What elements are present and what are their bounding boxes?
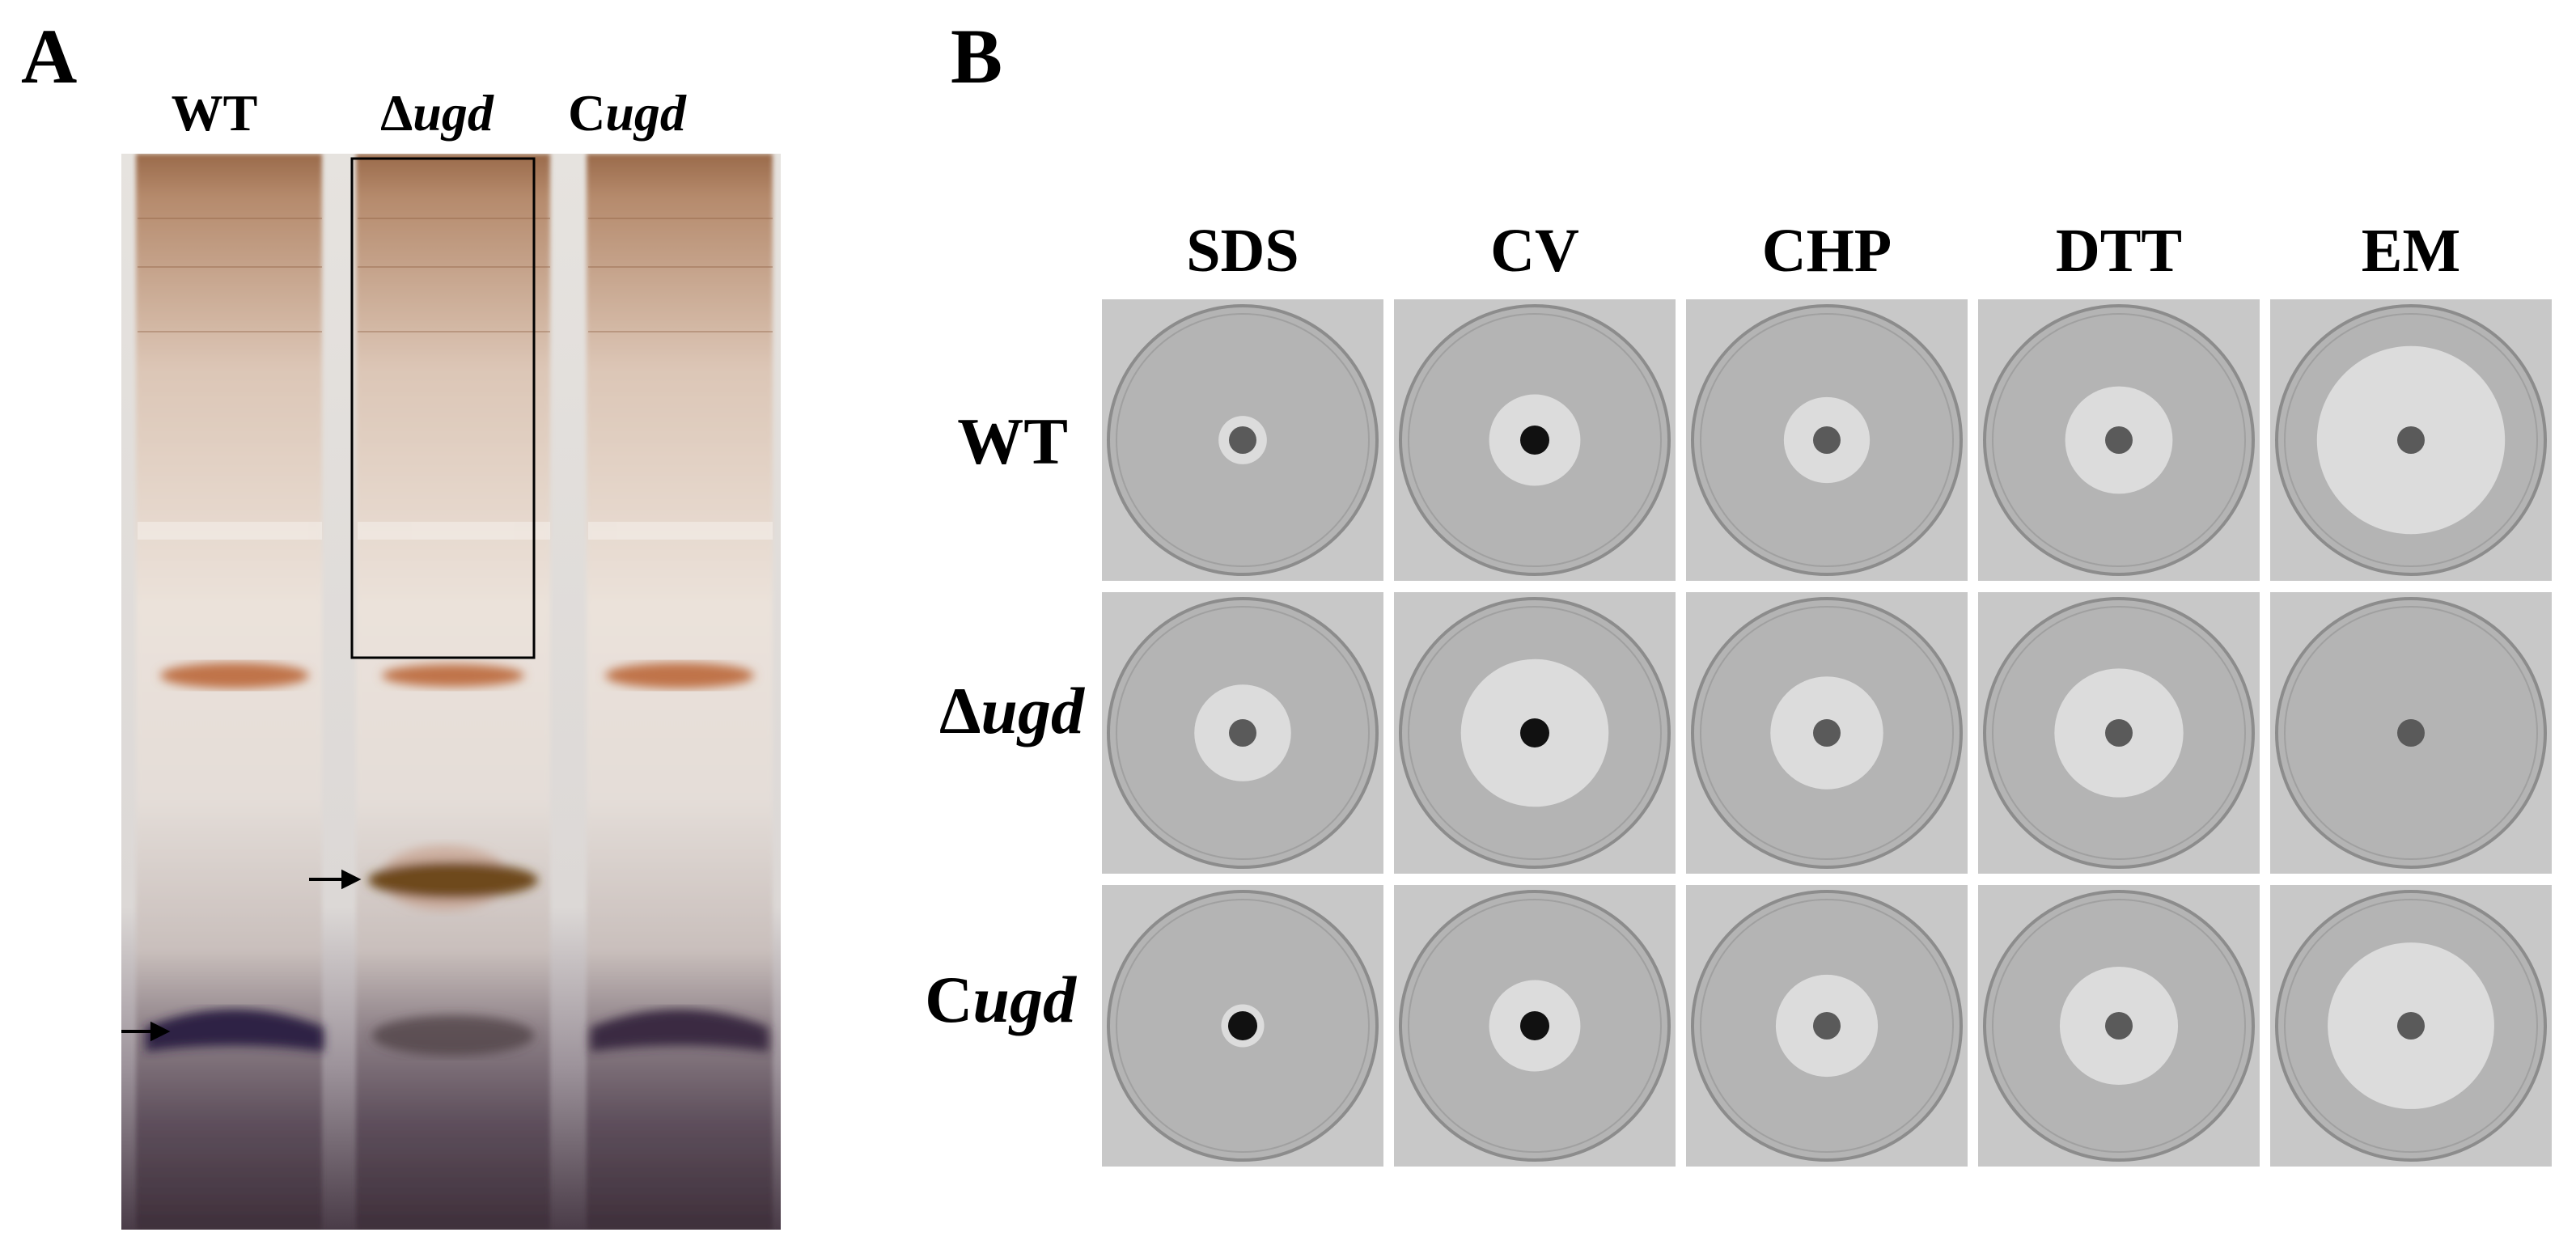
agar-plate [1394,592,1676,874]
antibiotic-disk [2397,426,2425,454]
agar-plate [1686,885,1968,1167]
column-label-em: EM [2361,217,2461,285]
column-label-chp: CHP [1761,217,1892,285]
antibiotic-disk [1813,1012,1841,1040]
row-label-c-ugd: Cugd [925,963,1076,1036]
antibiotic-disk [1520,426,1549,455]
column-label-sds: SDS [1186,217,1299,285]
arrow-wt-lps-band [121,1021,171,1042]
agar-plate [1102,592,1383,874]
antibiotic-disk [1229,426,1256,454]
antibiotic-disk [1228,1011,1257,1040]
agar-plate [2270,885,2552,1167]
agar-plate [1102,299,1383,581]
antibiotic-disk [1813,719,1841,747]
arrow-delta-ugd-band [309,869,362,890]
agar-plate [1978,592,2260,874]
antibiotic-disk [1229,719,1256,747]
agar-plate [1394,299,1676,581]
antibiotic-disk [2105,426,2133,454]
agar-plate [1978,885,2260,1167]
agar-plate [1686,592,1968,874]
agar-plate [1978,299,2260,581]
lane-label-c-ugd: Cugd [568,84,686,142]
column-label-cv: CV [1490,217,1579,285]
agar-plate [1102,885,1383,1167]
panel-b-letter: B [951,13,1003,100]
lane-label-wt: WT [171,84,258,142]
silver-stained-gel [121,154,781,1230]
row-label-delta-ugd: Δugd [938,674,1084,747]
antibiotic-disk [2105,719,2133,747]
agar-plate [1686,299,1968,581]
agar-plate [2270,299,2552,581]
antibiotic-disk [1520,1011,1549,1040]
antibiotic-disk [2397,719,2425,747]
disk-diffusion-plate-grid [1102,299,2552,1167]
panel-a-letter: A [21,13,78,100]
row-label-wt: WT [957,404,1068,478]
antibiotic-disk [2105,1012,2133,1040]
agar-plate [1394,885,1676,1167]
lane-label-delta-ugd: Δugd [380,84,494,142]
antibiotic-disk [2397,1012,2425,1040]
antibiotic-disk [1520,718,1549,747]
antibiotic-disk [1813,426,1841,454]
column-label-dtt: DTT [2055,217,2183,285]
agar-plate [2270,592,2552,874]
